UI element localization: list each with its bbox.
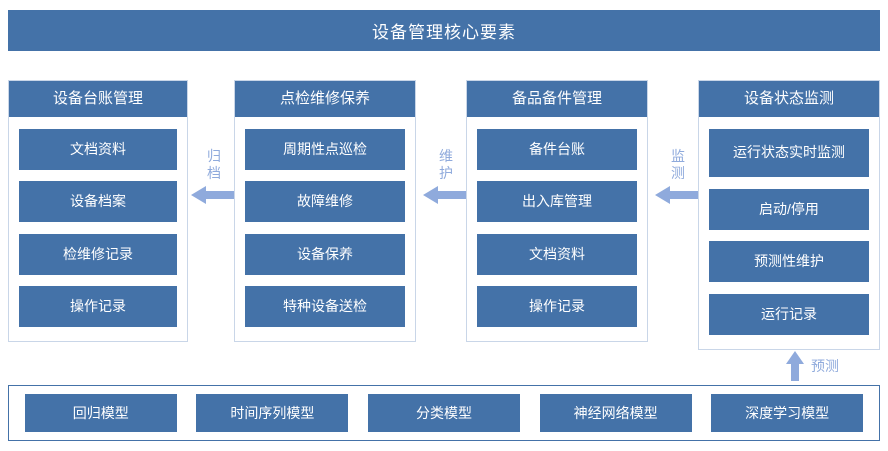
model-box[interactable]: 深度学习模型 xyxy=(711,394,864,432)
column-body: 备件台账 出入库管理 文档资料 操作记录 xyxy=(467,117,647,341)
item-box[interactable]: 运行记录 xyxy=(709,294,869,336)
column-header: 备品备件管理 xyxy=(467,81,647,117)
model-box[interactable]: 时间序列模型 xyxy=(196,394,349,432)
column-header: 设备状态监测 xyxy=(699,81,879,117)
column-body: 运行状态实时监测 启动/停用 预测性维护 运行记录 xyxy=(699,117,879,349)
column-status-monitoring: 设备状态监测 运行状态实时监测 启动/停用 预测性维护 运行记录 xyxy=(698,80,880,350)
item-box[interactable]: 周期性点巡检 xyxy=(245,128,405,170)
arrow-left-icon xyxy=(655,186,701,204)
column-header: 设备台账管理 xyxy=(9,81,187,117)
item-box[interactable]: 文档资料 xyxy=(477,233,637,275)
model-box[interactable]: 神经网络模型 xyxy=(539,394,692,432)
connector-archive: 归档 xyxy=(188,148,240,204)
arrow-left-icon xyxy=(423,186,469,204)
item-box[interactable]: 运行状态实时监测 xyxy=(709,128,869,177)
connector-label: 预测 xyxy=(811,358,839,374)
item-box[interactable]: 操作记录 xyxy=(477,286,637,328)
item-box[interactable]: 故障维修 xyxy=(245,181,405,223)
model-box[interactable]: 分类模型 xyxy=(367,394,520,432)
connector-label: 归档 xyxy=(207,148,221,181)
item-box[interactable]: 设备保养 xyxy=(245,233,405,275)
connector-label: 监测 xyxy=(671,148,685,181)
item-box[interactable]: 特种设备送检 xyxy=(245,286,405,328)
item-box[interactable]: 设备档案 xyxy=(19,181,177,223)
arrow-up-icon xyxy=(786,351,804,381)
column-header: 点检维修保养 xyxy=(235,81,415,117)
item-box[interactable]: 出入库管理 xyxy=(477,181,637,223)
column-equipment-ledger: 设备台账管理 文档资料 设备档案 检维修记录 操作记录 xyxy=(8,80,188,342)
model-box[interactable]: 回归模型 xyxy=(24,394,177,432)
column-spare-parts: 备品备件管理 备件台账 出入库管理 文档资料 操作记录 xyxy=(466,80,648,342)
column-body: 周期性点巡检 故障维修 设备保养 特种设备送检 xyxy=(235,117,415,341)
item-box[interactable]: 备件台账 xyxy=(477,128,637,170)
column-body: 文档资料 设备档案 检维修记录 操作记录 xyxy=(9,117,187,341)
arrow-left-icon xyxy=(191,186,237,204)
connector-maintenance: 维护 xyxy=(420,148,472,204)
item-box[interactable]: 文档资料 xyxy=(19,128,177,170)
column-inspection-maintenance: 点检维修保养 周期性点巡检 故障维修 设备保养 特种设备送检 xyxy=(234,80,416,342)
item-box[interactable]: 预测性维护 xyxy=(709,241,869,283)
connector-prediction: 预测 xyxy=(786,351,839,381)
item-box[interactable]: 检维修记录 xyxy=(19,233,177,275)
page-title: 设备管理核心要素 xyxy=(8,10,880,51)
item-box[interactable]: 启动/停用 xyxy=(709,188,869,230)
connector-label: 维护 xyxy=(439,148,453,181)
model-row: 回归模型 时间序列模型 分类模型 神经网络模型 深度学习模型 xyxy=(8,385,880,441)
item-box[interactable]: 操作记录 xyxy=(19,286,177,328)
connector-monitoring: 监测 xyxy=(652,148,704,204)
